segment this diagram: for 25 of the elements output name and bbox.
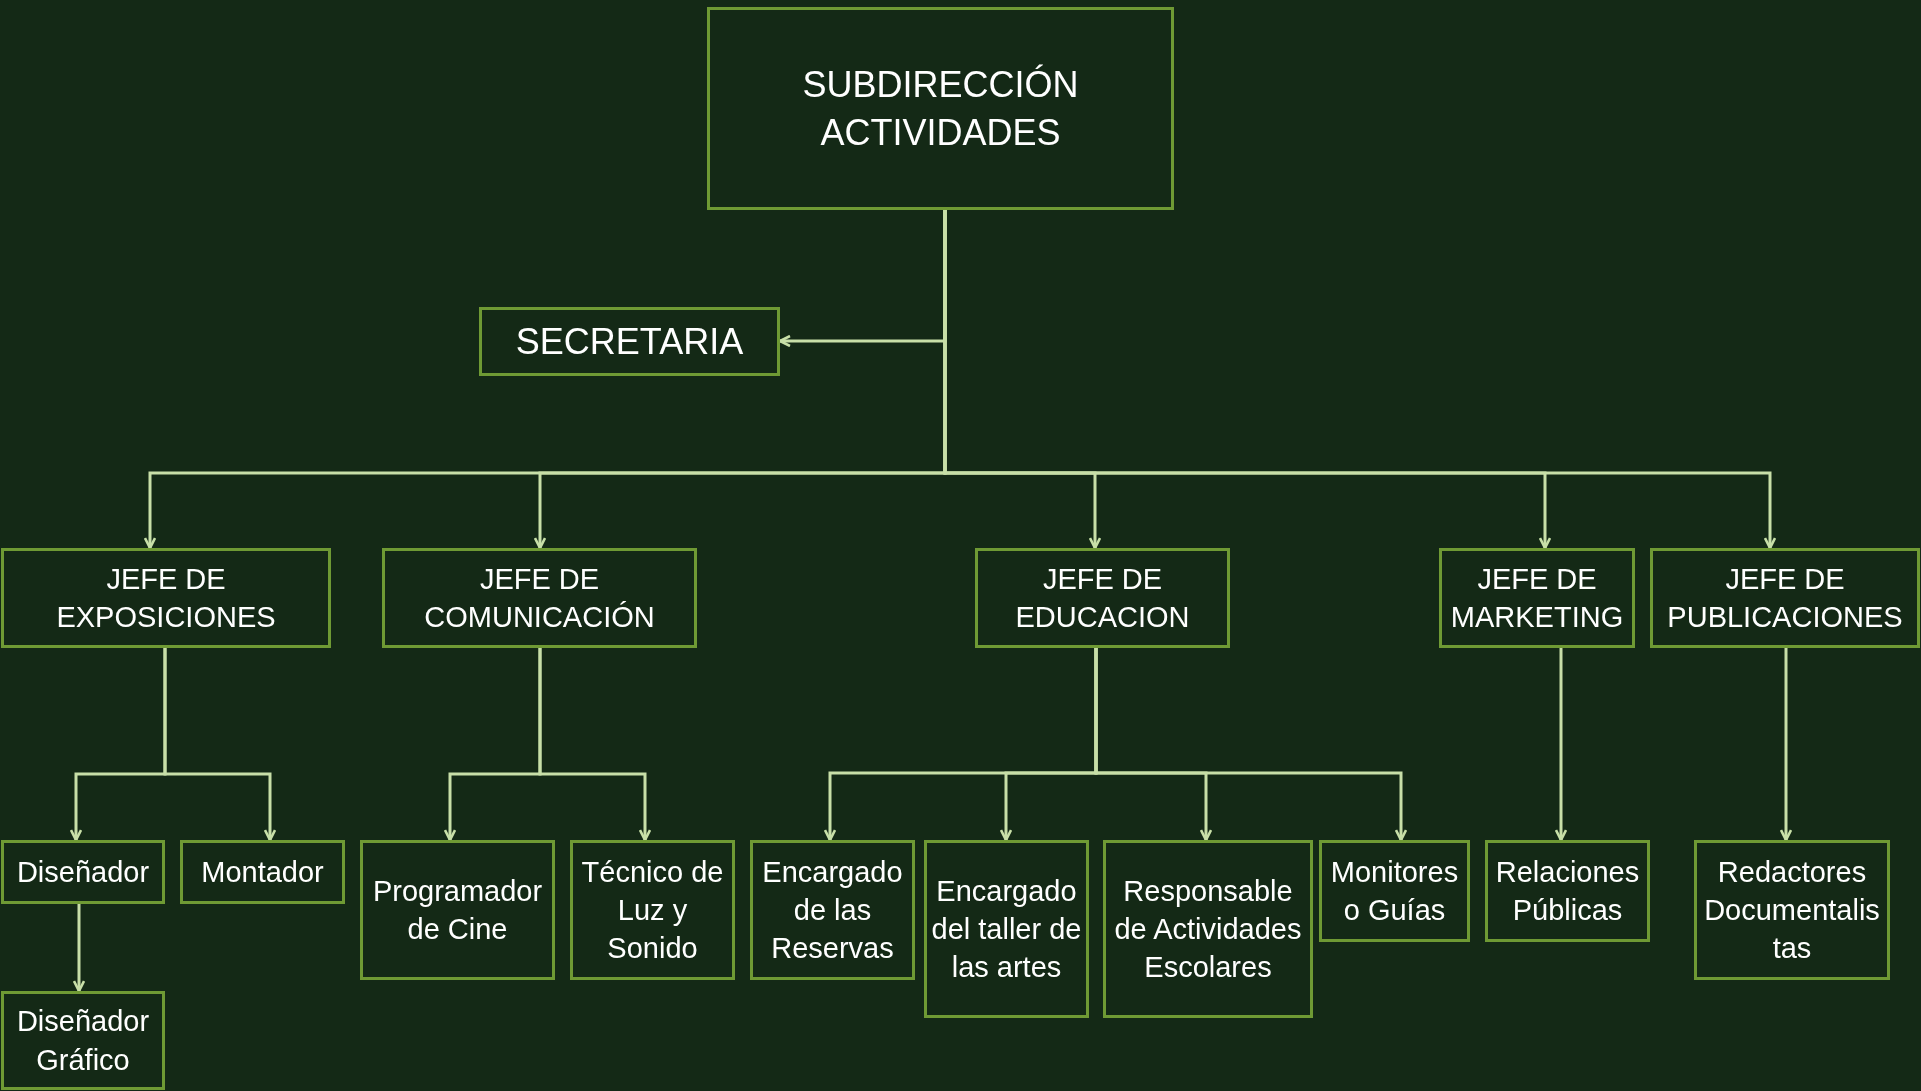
connector-arrow bbox=[1094, 648, 1408, 842]
org-box: Redactores Documentalistas bbox=[1694, 840, 1890, 980]
org-box: JEFE DE EDUCACION bbox=[975, 548, 1230, 648]
org-box: JEFE DE PUBLICACIONES bbox=[1650, 548, 1920, 648]
org-box: Montador bbox=[180, 840, 345, 904]
org-box: Técnico de Luz y Sonido bbox=[570, 840, 735, 980]
org-box: Monitores o Guías bbox=[1319, 840, 1470, 942]
org-box: Responsable de Actividades Escolares bbox=[1103, 840, 1313, 1018]
org-box: Programador de Cine bbox=[360, 840, 555, 980]
connector-arrow bbox=[1779, 648, 1793, 842]
org-box: Relaciones Públicas bbox=[1485, 840, 1650, 942]
org-box: JEFE DE COMUNICACIÓN bbox=[382, 548, 697, 648]
connector-arrow bbox=[1554, 648, 1568, 842]
org-box: JEFE DE MARKETING bbox=[1439, 548, 1635, 648]
org-box: SUBDIRECCIÓN ACTIVIDADES bbox=[707, 7, 1174, 210]
connector-arrow bbox=[163, 648, 277, 842]
connector-arrow bbox=[943, 210, 1777, 550]
org-box: SECRETARIA bbox=[479, 307, 780, 376]
org-box: Diseñador bbox=[1, 840, 165, 904]
org-box: Encargado de las Reservas bbox=[750, 840, 915, 980]
connector-arrow bbox=[538, 648, 652, 842]
org-box: Diseñador Gráfico bbox=[1, 991, 165, 1090]
org-box: JEFE DE EXPOSICIONES bbox=[1, 548, 331, 648]
org-box: Encargado del taller de las artes bbox=[924, 840, 1089, 1018]
connector-arrow bbox=[72, 904, 86, 993]
